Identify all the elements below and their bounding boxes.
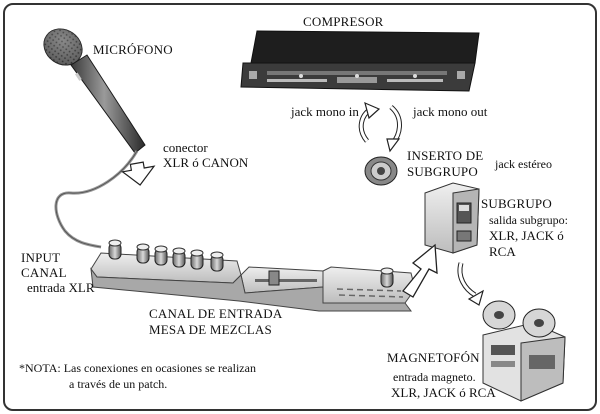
microphone-label: MICRÓFONO — [93, 42, 173, 57]
tape-machine-label: MAGNETOFÓN — [387, 350, 480, 365]
microphone-icon — [43, 28, 146, 154]
knob-icon — [154, 245, 168, 266]
knob-icon — [172, 247, 186, 268]
knob-icon — [136, 243, 150, 264]
compressor-label: COMPRESOR — [303, 14, 384, 29]
connector-type-label: XLR ó CANON — [163, 155, 249, 170]
note-line-1: *NOTA: Las conexiones en ocasiones se re… — [19, 361, 256, 375]
insert-label: INSERTO DE — [407, 148, 484, 163]
stereo-jack-icon — [364, 156, 398, 186]
insert-subgroup-label: SUBGRUPO — [407, 164, 478, 179]
subgroup-output-label: salida subgrupo: — [489, 213, 568, 227]
knob-icon — [190, 249, 204, 270]
subgroup-output-rca: RCA — [489, 244, 516, 259]
channel-label: CANAL DE ENTRADA — [149, 306, 283, 321]
input-channel-label: CANAL — [21, 265, 67, 280]
subgroup-module-icon — [424, 182, 480, 254]
knob-icon — [210, 251, 224, 272]
connector-label: conector — [163, 140, 208, 155]
tape-machine-icon — [482, 300, 566, 402]
mixer-channel-icon — [90, 239, 416, 312]
jack-out-label: jack mono out — [413, 104, 488, 119]
mic-cable — [54, 150, 139, 249]
knob-icon — [108, 239, 122, 260]
subgroup-label: SUBGRUPO — [481, 196, 552, 211]
arrow-to-subgroup-icon — [402, 243, 438, 298]
note-line-2: a través de un patch. — [69, 377, 168, 391]
mixer-label: MESA DE MEZCLAS — [149, 322, 272, 337]
diagram-frame: MICRÓFONO COMPRESOR jack mono in jack mo… — [3, 3, 597, 411]
arrow-to-tape-icon — [458, 262, 476, 297]
diagram-artwork — [43, 28, 566, 402]
arrow-to-connector-icon — [121, 161, 156, 186]
input-label: INPUT — [21, 250, 61, 265]
tape-input-types: XLR, JACK ó RCA — [391, 385, 496, 400]
tape-input-label: entrada magneto. — [393, 370, 476, 384]
compressor-rack-icon — [240, 30, 480, 92]
input-xlr-label: entrada XLR — [27, 280, 95, 295]
jack-in-label: jack mono in — [291, 104, 359, 119]
subgroup-output-types: XLR, JACK ó — [489, 228, 564, 243]
knob-icon — [380, 267, 394, 288]
mic-cable-core — [55, 150, 138, 248]
jack-stereo-label: jack estéreo — [495, 157, 552, 171]
